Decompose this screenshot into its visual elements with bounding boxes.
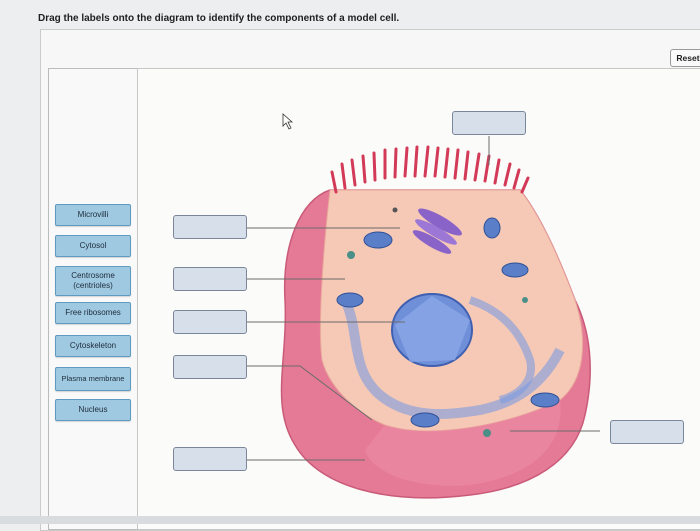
- label-cytosol[interactable]: Cytosol: [55, 235, 131, 257]
- leader-lines: [247, 136, 600, 461]
- golgi-shape: [412, 208, 462, 254]
- drop-target-4[interactable]: [173, 310, 247, 334]
- drop-target-5[interactable]: [173, 355, 247, 379]
- label-free-ribosomes[interactable]: Free ribosomes: [55, 302, 131, 324]
- drop-target-2[interactable]: [173, 215, 247, 239]
- instruction-text: Drag the labels onto the diagram to iden…: [38, 13, 400, 24]
- drop-target-3[interactable]: [173, 267, 247, 291]
- drop-target-1[interactable]: [452, 111, 526, 135]
- label-bank: [48, 68, 139, 530]
- microvilli-shape: [330, 145, 530, 194]
- label-microvilli[interactable]: Microvilli: [55, 204, 131, 226]
- label-plasma-membrane[interactable]: Plasma membrane: [55, 367, 131, 391]
- reset-button[interactable]: Reset: [670, 49, 700, 67]
- drop-target-7[interactable]: [610, 420, 684, 444]
- cursor-icon: [282, 113, 294, 130]
- bottom-strip: [0, 516, 700, 524]
- label-cytoskeleton[interactable]: Cytoskeleton: [55, 335, 131, 357]
- drop-target-6[interactable]: [173, 447, 247, 471]
- membrane-lower-shape: [365, 400, 561, 486]
- label-centrosome[interactable]: Centrosome (centrioles): [55, 266, 131, 296]
- mitochondrion-shape: [363, 231, 393, 249]
- label-nucleus[interactable]: Nucleus: [55, 399, 131, 421]
